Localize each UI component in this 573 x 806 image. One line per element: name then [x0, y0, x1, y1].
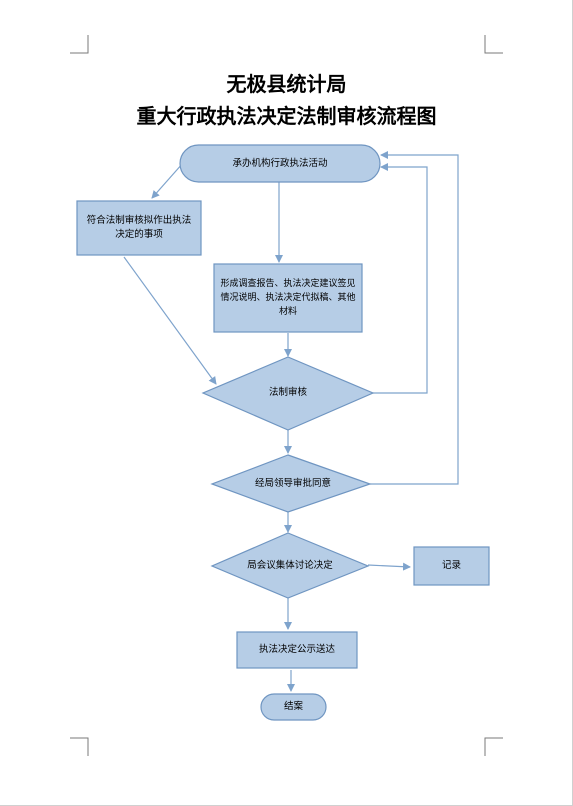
publish-box [236, 631, 358, 669]
collective-decision-diamond [210, 532, 370, 599]
materials-box [213, 263, 363, 333]
end-terminator [260, 693, 327, 721]
title-line-2: 重大行政执法决定法制审核流程图 [136, 104, 437, 128]
connector-review-loopback [373, 163, 428, 394]
connector-start-to-compliant [151, 162, 184, 199]
leader-approval-diamond [210, 454, 372, 513]
connector-approval-loopback [370, 151, 459, 485]
title-line-1: 无极县统计局 [226, 72, 347, 96]
record-box [413, 546, 490, 586]
compliant-items-box [76, 200, 202, 256]
connector-compliant-to-review [123, 256, 217, 385]
legal-review-diamond [201, 356, 375, 431]
connector-collective-to-record [367, 562, 411, 571]
start-terminator [179, 144, 381, 183]
